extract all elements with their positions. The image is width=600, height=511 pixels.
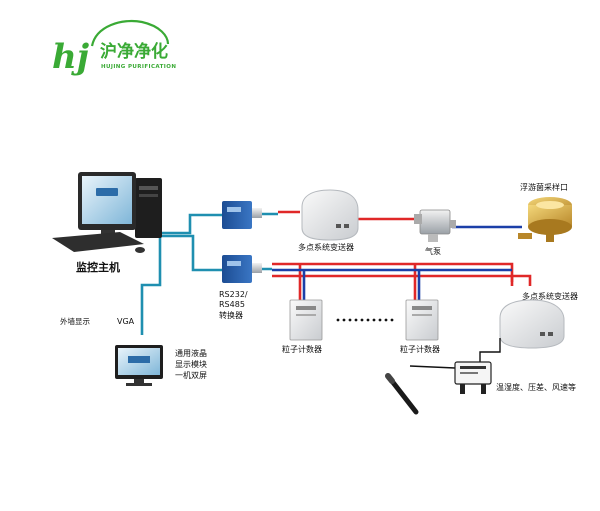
sampler-label: 浮游菌采样口: [520, 182, 568, 192]
sensor-module: [454, 361, 492, 394]
converter-top: [222, 201, 262, 229]
vga-label: VGA: [117, 317, 135, 326]
sensors-label: 温湿度、压差、风速等: [496, 382, 576, 392]
signal-lines-blue: [272, 225, 522, 300]
air-pump: [414, 209, 456, 242]
signal-lines-red: [272, 210, 532, 300]
host-to-vga: [140, 235, 162, 335]
bus-to-transmitter-right: [512, 274, 532, 286]
sensor-lines: [409, 338, 501, 369]
logo-name-en: HUJING PURIFICATION: [101, 64, 176, 70]
particle-counter-right: [405, 299, 439, 341]
bus-bottom: [272, 274, 514, 286]
logo-swoosh: [90, 20, 170, 47]
transmitter-right: [499, 299, 565, 349]
host-to-converter-1: [158, 213, 222, 235]
logo-name-cn: 沪净净化: [100, 41, 168, 62]
sensor-probe: [385, 373, 419, 415]
converter-label-2: RS485: [219, 300, 245, 309]
company-logo: hj 沪净净化 HUJING PURIFICATION: [52, 20, 176, 77]
transmitter-top-label: 多点系统变送器: [298, 242, 354, 252]
converter-label-1: RS232/: [219, 290, 248, 299]
logo-mark: hj: [52, 37, 90, 77]
bus-top: [272, 262, 514, 282]
converter-bottom: [222, 255, 262, 283]
sampler-device: [518, 197, 572, 242]
converter-label-3: 转换器: [219, 310, 243, 320]
counter-left-label: 粒子计数器: [282, 344, 322, 354]
network-lines: [140, 212, 278, 335]
host-computer: [52, 172, 162, 253]
lcd-label-1: 通用液晶: [175, 348, 207, 358]
host-label: 监控主机: [76, 260, 120, 274]
lcd-label-3: 一机双屏: [175, 370, 207, 380]
monitor-screen: [82, 176, 132, 224]
mouse: [135, 247, 145, 253]
transmitter-right-label: 多点系统变送器: [522, 291, 578, 301]
counter-ellipsis: [336, 318, 394, 322]
pump-label: 气泵: [425, 246, 441, 256]
lcd-label-2: 显示模块: [175, 359, 207, 369]
tower: [135, 178, 162, 238]
lcd-display: [115, 345, 163, 386]
keyboard: [52, 232, 144, 252]
transmitter-top: [301, 189, 359, 241]
external-display-label: 外墙显示: [60, 316, 90, 326]
particle-counter-left: [289, 299, 323, 341]
host-to-converter-2: [158, 234, 222, 272]
counter-right-label: 粒子计数器: [400, 344, 440, 354]
